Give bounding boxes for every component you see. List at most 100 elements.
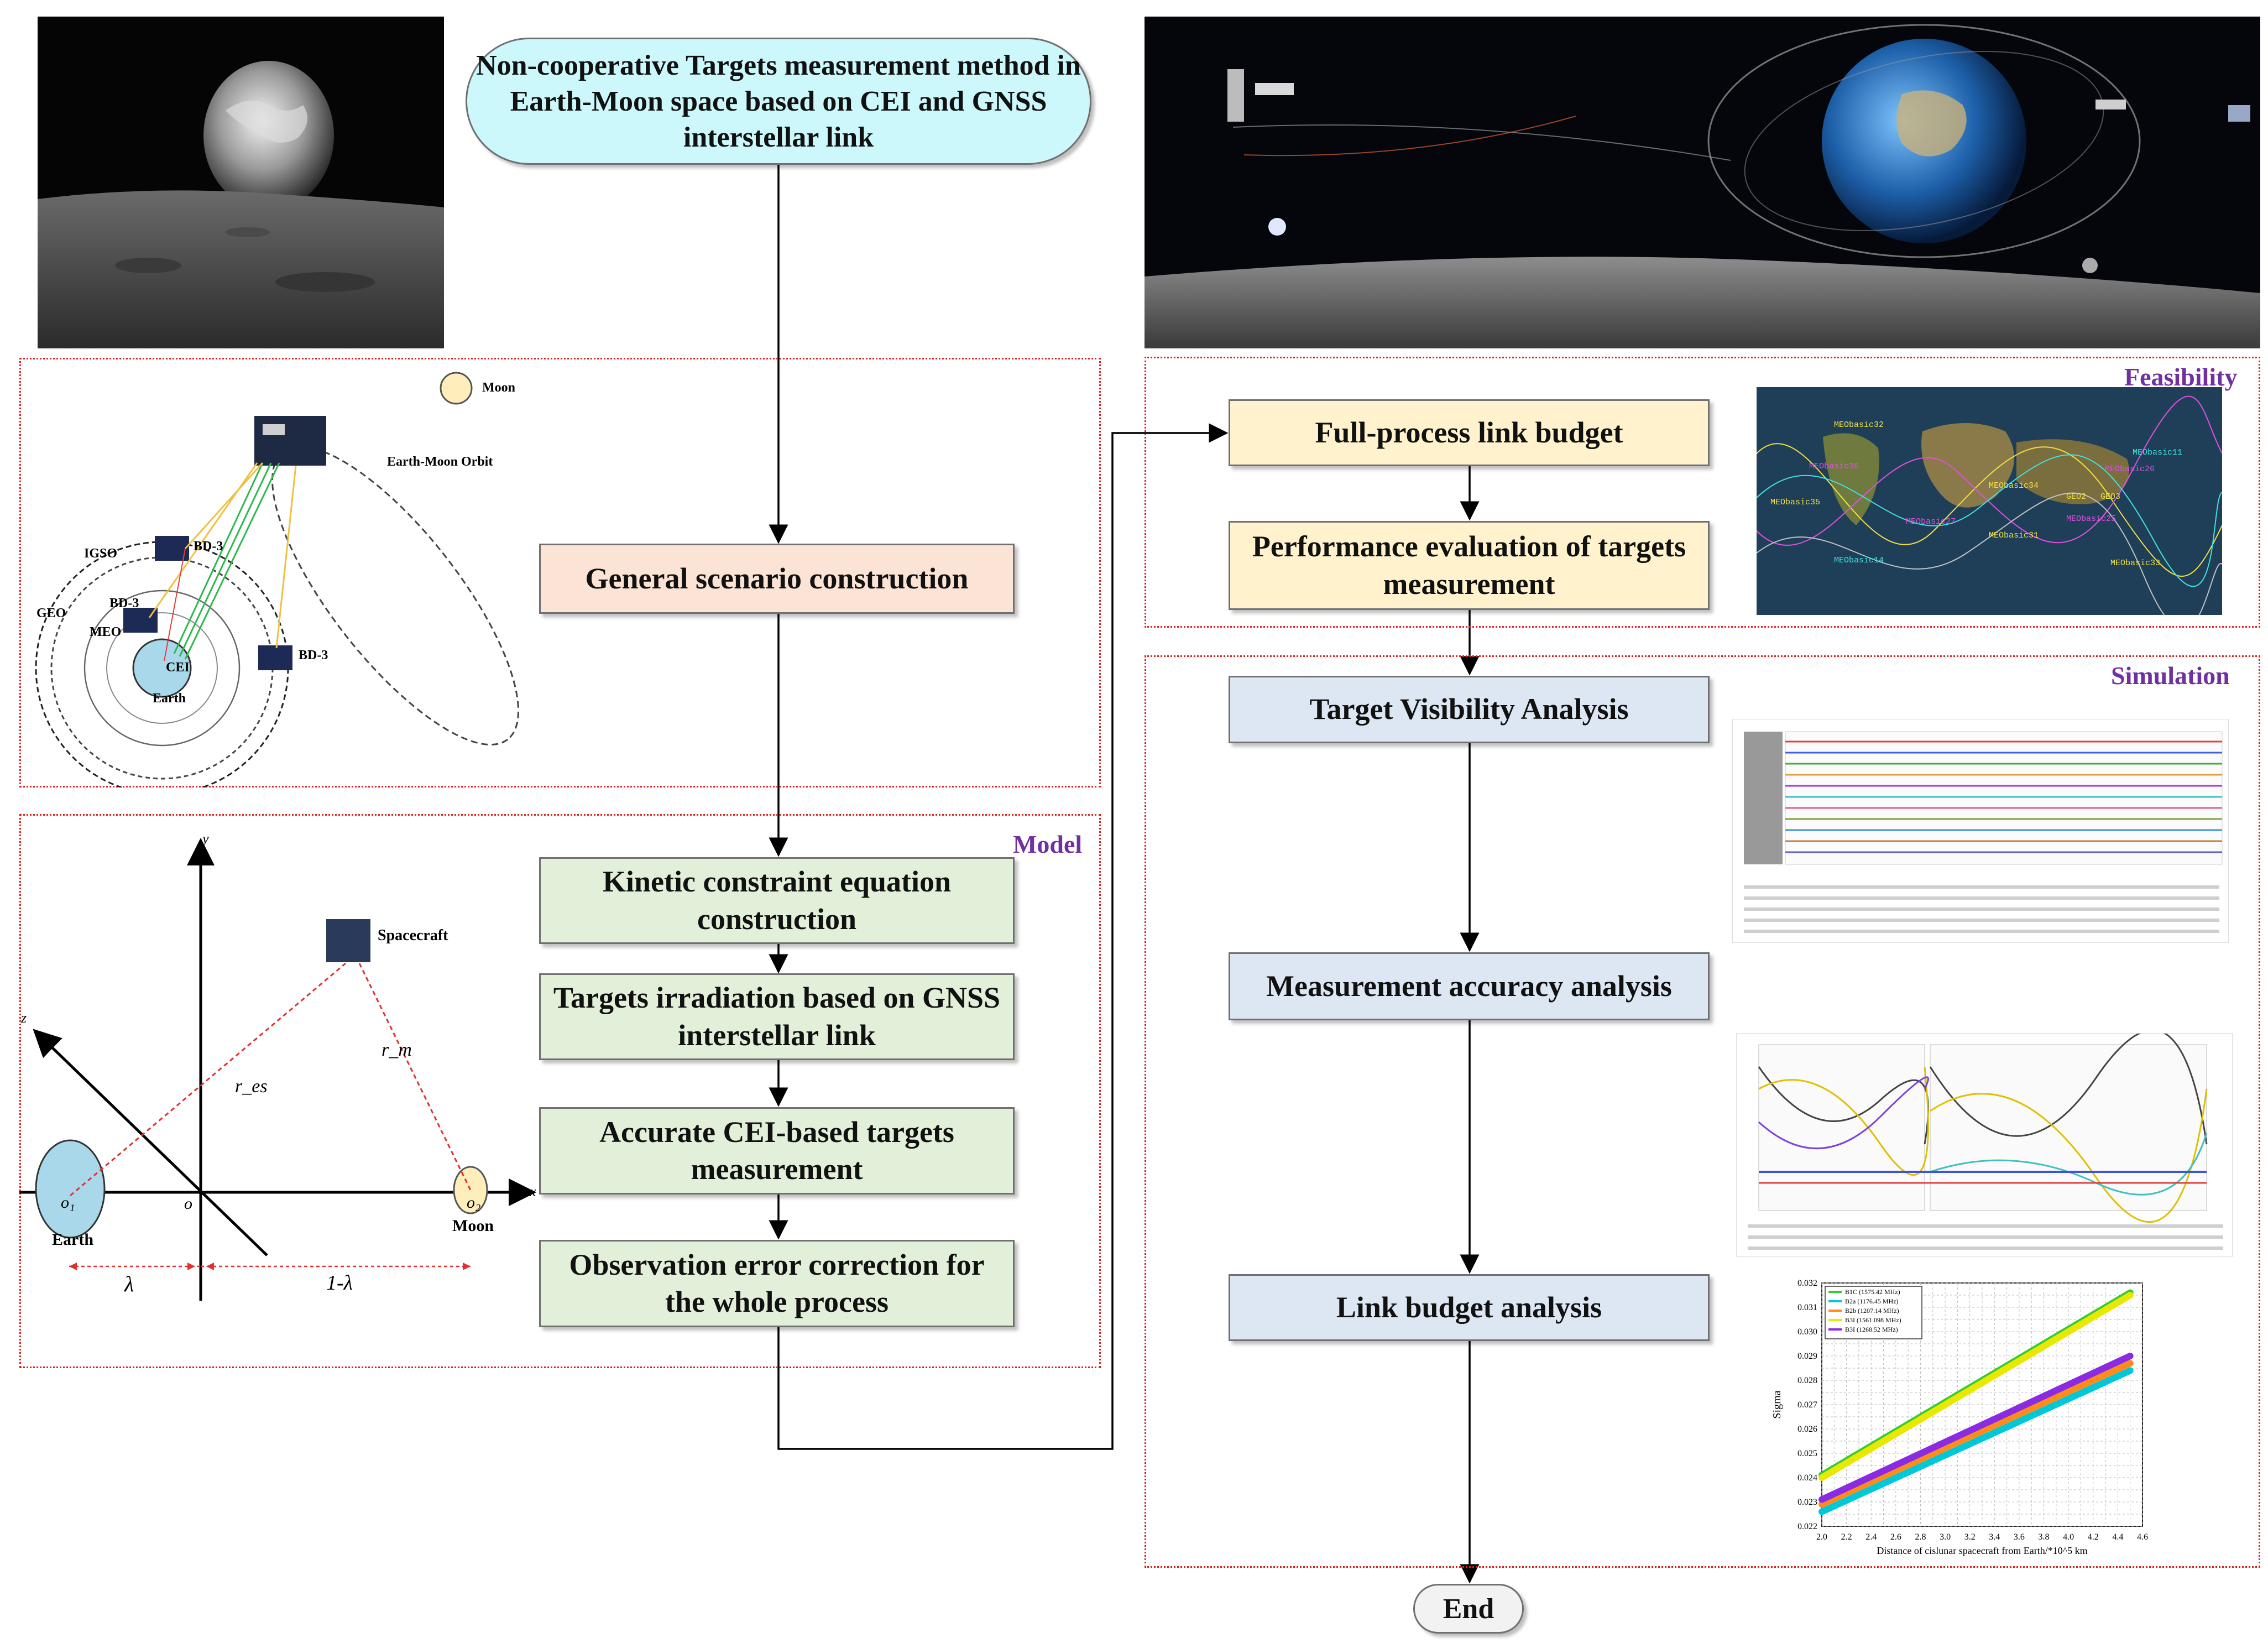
end-text: End (1443, 1593, 1494, 1625)
y-tick-label: 0.028 (1797, 1376, 1817, 1385)
scenario-panel (19, 358, 1101, 787)
y-tick-label: 0.025 (1797, 1449, 1817, 1458)
kinetic-box: Kinetic constraint equation construction (539, 857, 1015, 944)
x-tick-label: 4.0 (2063, 1532, 2074, 1542)
kinetic-text: Kinetic constraint equation construction (603, 865, 951, 936)
earthrise-illustration (38, 17, 444, 348)
model-z-label: z (21, 1010, 27, 1026)
x-tick-label: 2.0 (1816, 1532, 1827, 1542)
y-tick-label: 0.030 (1797, 1327, 1817, 1337)
y-tick-label: 0.024 (1797, 1473, 1817, 1483)
scenario-earth (132, 638, 192, 698)
scenario-orbit-label: Earth-Moon Orbit (387, 455, 493, 469)
model-earth (35, 1139, 106, 1239)
y-tick-label: 0.032 (1797, 1279, 1817, 1288)
map-label-0: MEObasic32 (1834, 420, 1884, 430)
model-x-label: x (530, 1183, 536, 1199)
z-axis (33, 1029, 268, 1256)
map-label-8: GEO3 (2100, 492, 2121, 502)
simulation-tag: Simulation (2111, 661, 2230, 690)
map-label-1: MEObasic36 (1809, 462, 1859, 471)
title-box: Non-cooperative Targets measurement meth… (466, 38, 1091, 165)
model-rm-label: r_m (382, 1040, 412, 1060)
x-tick-label: 4.2 (2088, 1532, 2099, 1542)
legend-label-2: B2b (1207.14 MHz) (1845, 1307, 1899, 1315)
irradiation-text: Targets irradiation based on GNSS inters… (553, 981, 1001, 1052)
visibility-box: Target Visibility Analysis (1229, 676, 1710, 743)
y-tick-label: 0.022 (1797, 1522, 1817, 1531)
full-link-budget-box: Full-process link budget (1229, 399, 1710, 466)
earth-orbit-inner (106, 612, 218, 724)
y-tick-label: 0.023 (1797, 1498, 1817, 1507)
constellation-illustration (1145, 17, 2260, 348)
x-tick-label: 3.6 (2014, 1532, 2025, 1542)
x-tick-label: 4.4 (2112, 1532, 2123, 1542)
scenario-moon (440, 372, 473, 405)
constellation-photo (1145, 17, 2260, 348)
scenario-bd3-label-b: BD-3 (109, 596, 139, 611)
y-axis-label: Sigma (1771, 1390, 1783, 1418)
legend-label-0: B1C (1575.42 MHz) (1845, 1288, 1900, 1296)
access-chart-illustration (1744, 731, 2223, 933)
scenario-igso-label: IGSO (84, 546, 118, 561)
scenario-earth-label: Earth (153, 691, 186, 706)
feasibility-tag: Feasibility (2124, 363, 2238, 391)
scenario-cei-label: CEI (166, 660, 190, 675)
model-spacecraft-icon (326, 919, 370, 962)
y-tick-label: 0.027 (1797, 1400, 1817, 1410)
map-label-7: GEO2 (2066, 492, 2087, 502)
model-earth-label: Earth (52, 1230, 93, 1249)
correction-box: Observation error correction for the who… (539, 1240, 1015, 1327)
y-tick-label: 0.026 (1797, 1425, 1817, 1434)
legend-label-4: B3I (1268.52 MHz) (1845, 1326, 1898, 1333)
access-chart-thumbnail (1732, 719, 2229, 943)
y-tick-label: 0.031 (1797, 1303, 1817, 1312)
model-o1-label: o₁ (61, 1193, 75, 1212)
scenario-geo-label: GEO (36, 606, 66, 620)
series-line-1 (1818, 1367, 2134, 1515)
model-one-minus-lambda-label: 1-λ (326, 1271, 353, 1295)
earthrise-photo (38, 17, 444, 348)
y-tick-label: 0.029 (1797, 1352, 1817, 1361)
series-line-2 (1818, 1360, 2134, 1508)
x-tick-label: 4.6 (2137, 1532, 2148, 1542)
map-label-11: MEObasic31 (1989, 531, 2039, 540)
performance-box: Performance evaluation of targets measur… (1229, 521, 1710, 610)
full-link-budget-text: Full-process link budget (1315, 415, 1623, 449)
x-tick-label: 2.6 (1890, 1532, 1901, 1542)
bd3-icon-right (258, 645, 292, 670)
map-label-10: MEObasic27 (1906, 517, 1956, 526)
model-illustration (19, 838, 536, 1301)
accuracy-text: Measurement accuracy analysis (1266, 969, 1672, 1003)
link-budget-text: Link budget analysis (1336, 1290, 1602, 1324)
legend-label-3: B3I (1561.098 MHz) (1845, 1316, 1901, 1324)
model-panel (19, 814, 1101, 1368)
map-label-5: MEObasic34 (1989, 481, 2039, 491)
cei-measurement-text: Accurate CEI-based targets measurement (599, 1115, 954, 1186)
performance-text: Performance evaluation of targets measur… (1252, 530, 1686, 601)
coverage-map: MEObasic32 MEObasic36 MEObasic11 MEObasi… (1757, 387, 2222, 615)
accuracy-chart-illustration (1748, 1034, 2223, 1250)
x-tick-label: 3.0 (1940, 1532, 1951, 1542)
feasibility-panel (1145, 357, 2260, 628)
map-label-2: MEObasic11 (2133, 448, 2183, 457)
accuracy-box: Measurement accuracy analysis (1229, 952, 1710, 1020)
coverage-map-illustration (1757, 387, 2222, 615)
series-line-3 (1818, 1292, 2134, 1481)
map-label-12: MEObasic14 (1834, 556, 1884, 565)
spacecraft-icon (254, 416, 326, 466)
bd3-icon-meo (123, 608, 158, 633)
accuracy-chart-thumbnail (1736, 1033, 2233, 1257)
x-tick-label: 3.4 (1989, 1532, 2000, 1542)
link-budget-box: Link budget analysis (1229, 1274, 1710, 1341)
map-label-6: MEObasic33 (2110, 559, 2161, 568)
scenario-moon-label: Moon (482, 380, 515, 395)
scenario-bd3-label-a: BD-3 (194, 539, 223, 554)
arrow-correction-to-feasibility (777, 423, 1229, 1450)
model-y-label: y (202, 831, 209, 847)
x-axis-label: Distance of cislunar spacecraft from Ear… (1877, 1545, 2087, 1556)
